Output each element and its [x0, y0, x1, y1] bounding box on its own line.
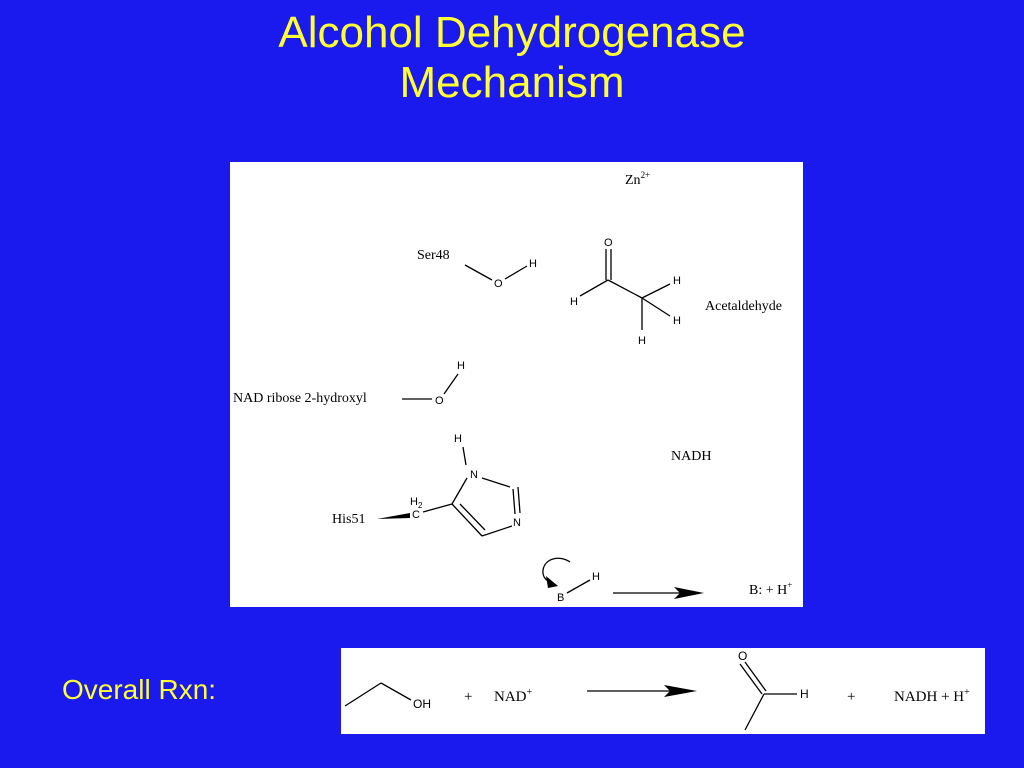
- ring-bond-2: [481, 477, 511, 488]
- ser48-hydrogen: H: [529, 258, 537, 270]
- title-line-2: Mechanism: [399, 58, 625, 107]
- his51-label: His51: [332, 512, 365, 527]
- his51-wedge-bond: [377, 513, 410, 519]
- cc-bond: [607, 279, 643, 299]
- curved-arrow-head: [546, 576, 558, 588]
- nad-ribose-label: NAD ribose 2-hydroxyl: [233, 391, 367, 406]
- product-methyl-bond: [744, 693, 765, 731]
- mechanism-arrow-head: [674, 587, 704, 599]
- mechanism-svg: Zn2+ Ser48 O H O H H H H Acetaldehyde NA…: [233, 170, 792, 604]
- ribose-hydrogen: H: [457, 360, 465, 372]
- ethanol-oh: OH: [413, 697, 431, 711]
- ser48-label: Ser48: [417, 248, 450, 263]
- aldehyde-h-bond: [579, 279, 609, 297]
- product-carbonyl-1: [739, 663, 763, 695]
- ch2-ring-bond: [422, 503, 453, 513]
- methyl-hydrogen-3: H: [638, 335, 646, 347]
- base-h-bond: [566, 579, 591, 594]
- ch2-h2: H2: [410, 496, 423, 510]
- ring-bond-5a: [451, 503, 483, 537]
- product-hydrogen: H: [800, 687, 809, 701]
- overall-reaction: OH + NAD+ O H + NADH + H+: [341, 648, 985, 734]
- overall-rxn-label: Overall Rxn:: [62, 674, 217, 705]
- product-carbonyl-2: [744, 661, 767, 692]
- ch2-carbon: C: [412, 509, 420, 521]
- acetaldehyde-label: Acetaldehyde: [705, 299, 782, 314]
- ring-bond-1: [451, 477, 468, 505]
- reaction-svg: OH + NAD+ O H + NADH + H+: [344, 649, 970, 731]
- methyl-h2-bond: [641, 297, 671, 317]
- methyl-h1-bond: [641, 283, 671, 299]
- ser48-bond-h: [504, 265, 528, 280]
- nadh-products: NADH + H+: [894, 687, 970, 705]
- methyl-hydrogen-1: H: [673, 275, 681, 287]
- ethanol-bond-2: [380, 682, 412, 701]
- title-line-1: Alcohol Dehydrogenase: [278, 8, 746, 57]
- ring-bond-5b: [459, 503, 486, 531]
- product-oxygen: O: [738, 649, 747, 663]
- ribose-bond-h: [443, 373, 459, 395]
- base-atom: B: [557, 592, 564, 604]
- ring-nh-hydrogen: H: [454, 433, 462, 445]
- nh-bond: [462, 446, 467, 466]
- ring-bond-3b: [517, 486, 521, 514]
- mechanism-diagram: Zn2+ Ser48 O H O H H H H Acetaldehyde NA…: [230, 162, 803, 607]
- slide-title: Alcohol Dehydrogenase Mechanism: [0, 8, 1024, 108]
- ethanol-bond-1: [344, 682, 382, 707]
- ser48-bond-c: [464, 264, 493, 281]
- aldehyde-hydrogen: H: [570, 296, 578, 308]
- ser48-oxygen: O: [494, 278, 503, 290]
- ring-bond-3a: [512, 488, 516, 515]
- plus-2: +: [847, 689, 855, 705]
- methyl-hydrogen-2: H: [673, 315, 681, 327]
- base-product-label: B: + H+: [749, 580, 792, 598]
- base-hydrogen: H: [592, 571, 600, 583]
- ribose-oxygen: O: [435, 395, 444, 407]
- ring-bond-4: [481, 525, 513, 537]
- ring-nitrogen-1: N: [470, 469, 478, 481]
- plus-1: +: [464, 689, 472, 705]
- reaction-arrow-head: [664, 685, 697, 697]
- zinc-label: Zn2+: [625, 170, 650, 188]
- ring-nitrogen-2: N: [513, 517, 521, 529]
- acetaldehyde-oxygen: O: [604, 237, 613, 249]
- nadh-label: NADH: [671, 449, 711, 464]
- nad-plus: NAD+: [494, 687, 533, 705]
